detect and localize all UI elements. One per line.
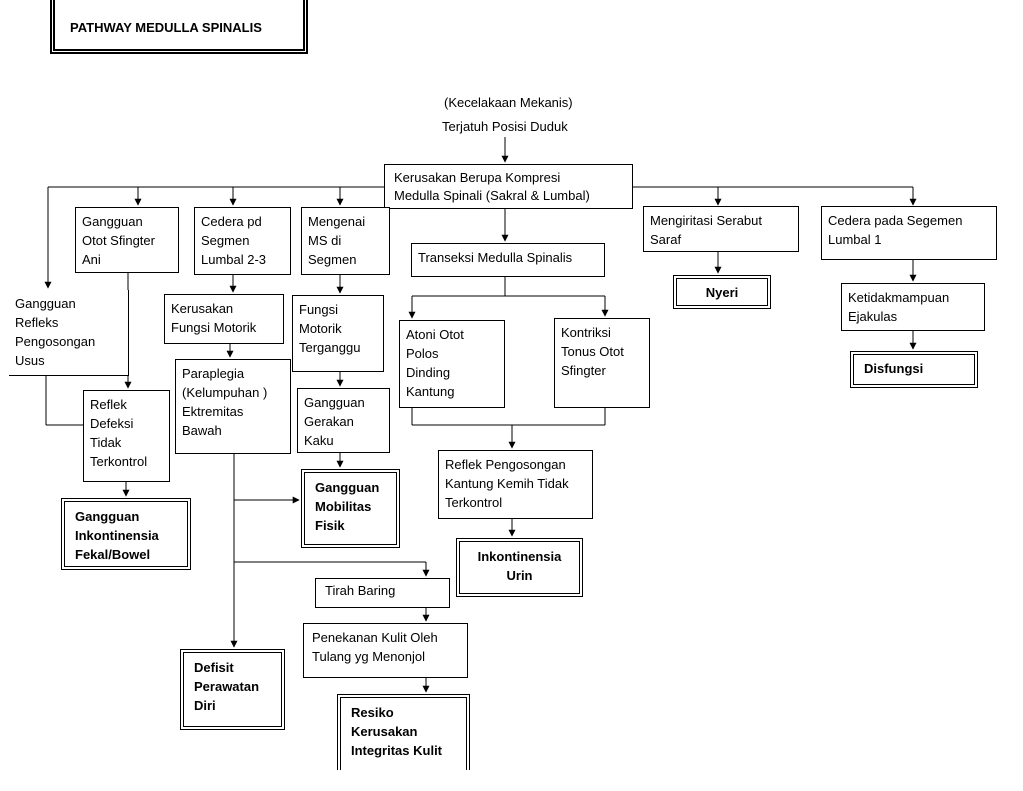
node-refleks-pengosongan-usus: Gangguan Refleks Pengosongan Usus (9, 290, 129, 376)
node-refleks-defeksi: Reflek Defeksi Tidak Terkontrol (83, 390, 170, 482)
node-cedera-lumbal-1: Cedera pada Segemen Lumbal 1 (821, 206, 997, 260)
node-cedera-lumbal-2-3: Cedera pd Segmen Lumbal 2-3 (194, 207, 291, 275)
node-tirah-baring: Tirah Baring (315, 578, 450, 608)
node-iritasi-serabut-saraf: Mengiritasi Serabut Saraf (643, 206, 799, 252)
cause-accident: (Kecelakaan Mekanis) (444, 95, 573, 110)
diagnosis-disfungsi: Disfungsi (850, 351, 978, 388)
node-ketidakmampuan-ejakulasi: Ketidakmampuan Ejakulas (841, 283, 985, 331)
main-compression-node: Kerusakan Berupa Kompresi Medulla Spinal… (384, 164, 633, 209)
node-penekanan-kulit: Penekanan Kulit Oleh Tulang yg Menonjol (303, 623, 468, 678)
diagnosis-resiko-kerusakan-kulit: Resiko Kerusakan Integritas Kulit (337, 694, 470, 770)
node-refleks-kantung-kemih: Reflek Pengosongan Kantung Kemih Tidak T… (438, 450, 593, 519)
diagnosis-defisit-perawatan-diri: Defisit Perawatan Diri (180, 649, 285, 730)
node-fungsi-motorik-terganggu: Fungsi Motorik Terganggu (292, 295, 384, 372)
diagnosis-inkontinensia-urin: Inkontinensia Urin (456, 538, 583, 597)
title-frame: PATHWAY MEDULLA SPINALIS (50, 0, 308, 54)
node-atoni-otot-polos: Atoni Otot Polos Dinding Kantung (399, 320, 505, 408)
diagnosis-inkontinensia-fekal: Gangguan Inkontinensia Fekal/Bowel (61, 498, 191, 570)
node-paraplegia: Paraplegia (Kelumpuhan ) Ektremitas Bawa… (175, 359, 291, 454)
node-otot-sfingter-ani: Gangguan Otot Sfingter Ani (75, 207, 179, 273)
diagnosis-nyeri: Nyeri (673, 275, 771, 309)
node-kerusakan-fungsi-motorik: Kerusakan Fungsi Motorik (164, 294, 284, 344)
node-kontriksi-tonus: Kontriksi Tonus Otot Sfingter (554, 318, 650, 408)
node-gangguan-gerakan-kaku: Gangguan Gerakan Kaku (297, 388, 390, 453)
node-mengenai-ms: Mengenai MS di Segmen (301, 207, 390, 275)
diagnosis-gangguan-mobilitas-fisik: Gangguan Mobilitas Fisik (301, 469, 400, 548)
node-transeksi-medulla: Transeksi Medulla Spinalis (411, 243, 605, 277)
page-title: PATHWAY MEDULLA SPINALIS (70, 20, 262, 35)
cause-fall: Terjatuh Posisi Duduk (442, 119, 568, 134)
